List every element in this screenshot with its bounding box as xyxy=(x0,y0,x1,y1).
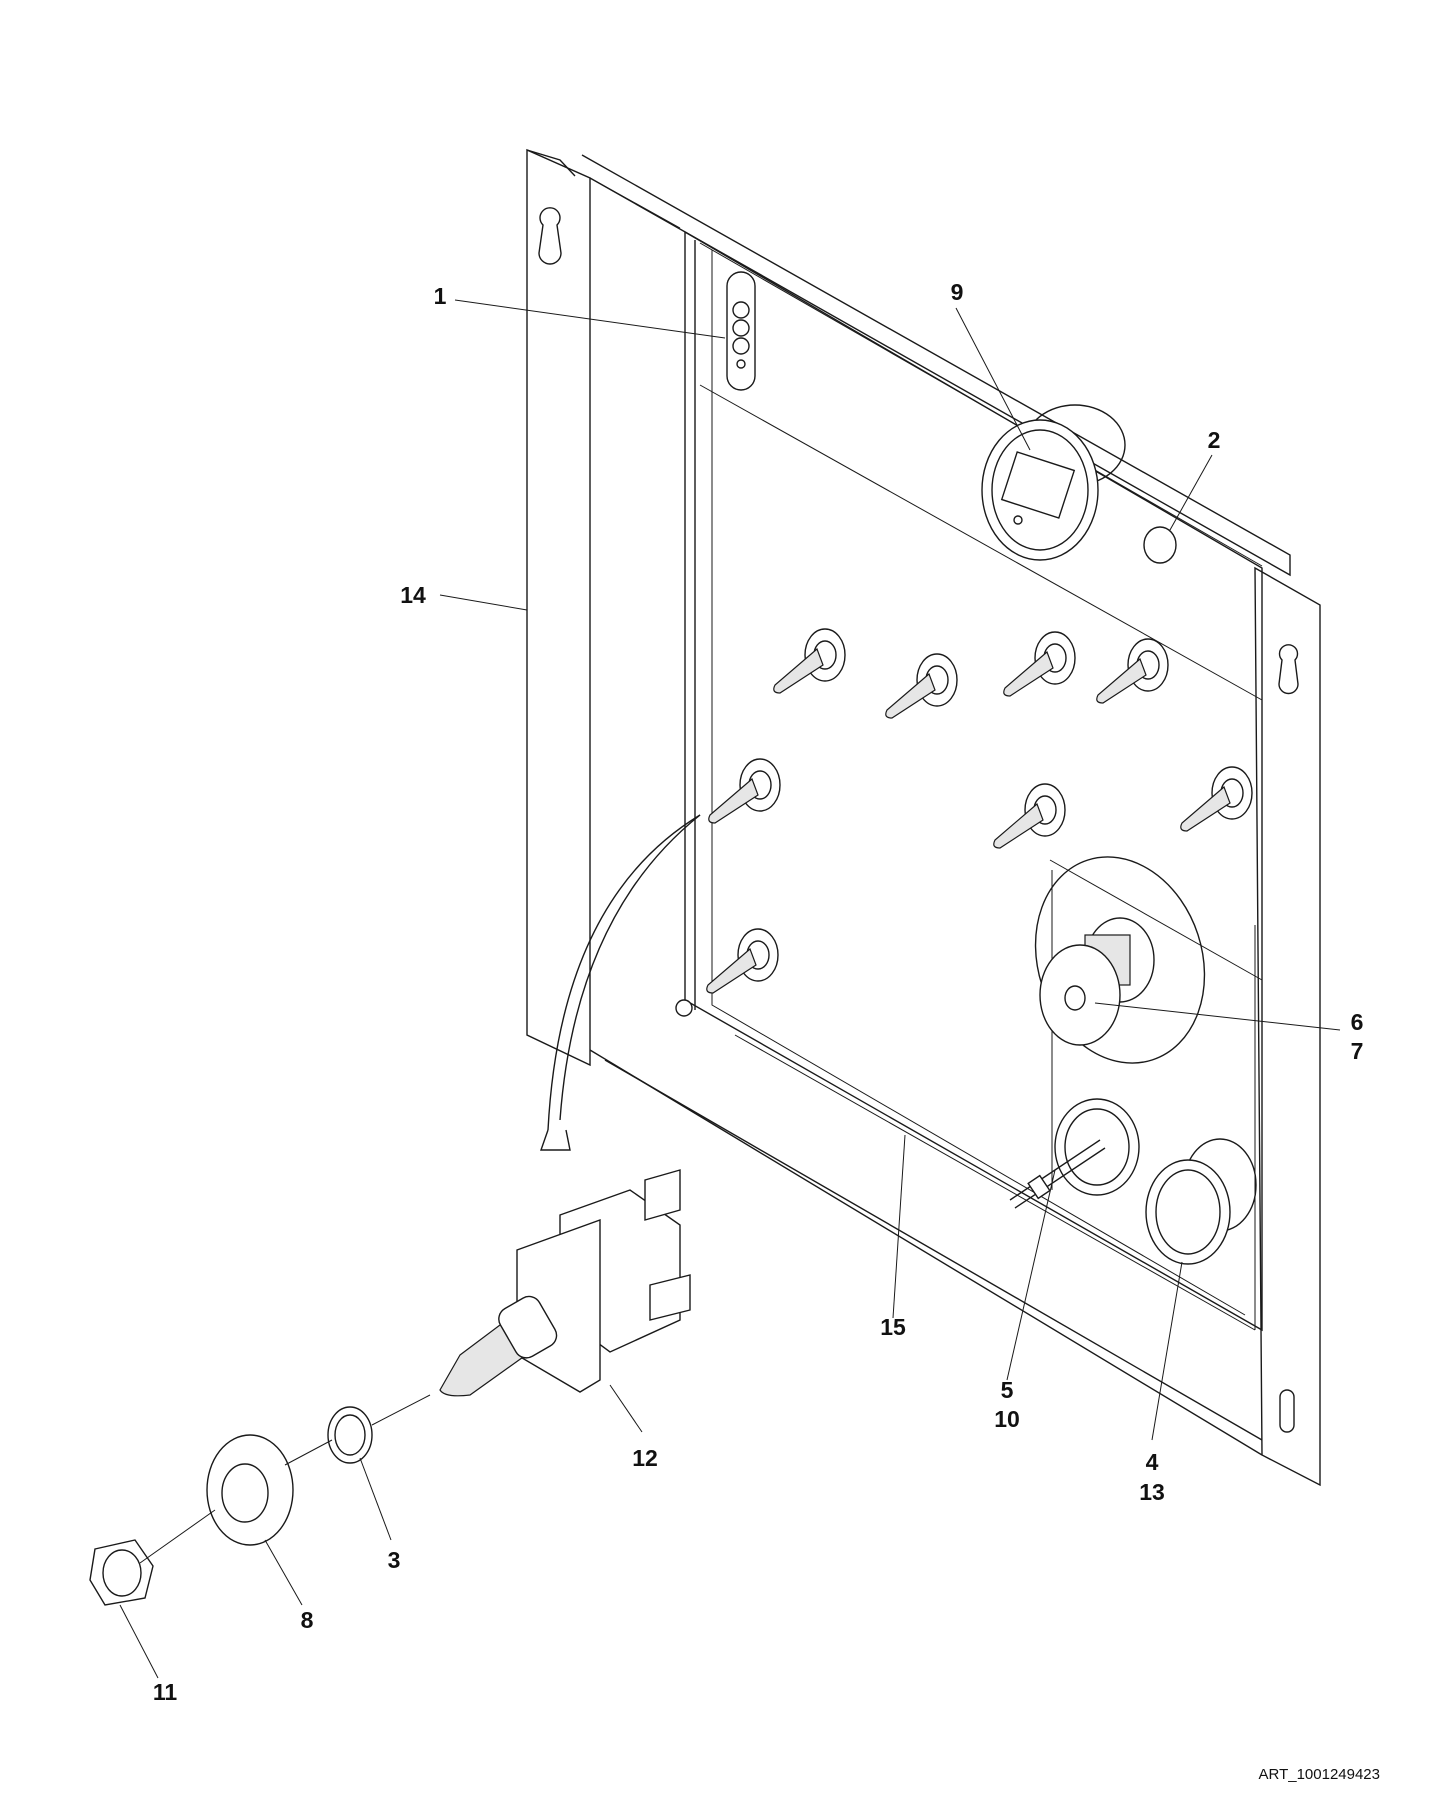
hour-meter xyxy=(981,404,1126,561)
callout-11: 11 xyxy=(153,1679,178,1705)
callout-2: 2 xyxy=(1208,427,1221,453)
callout-labels: 1 2 3 4 13 5 10 6 7 8 9 11 12 14 15 xyxy=(153,279,1364,1705)
callout-14: 14 xyxy=(400,582,426,608)
hex-nut-hole xyxy=(102,1549,142,1597)
callout-7: 7 xyxy=(1351,1038,1364,1064)
led-indicator-strip xyxy=(726,271,756,391)
callout-13: 13 xyxy=(1139,1479,1165,1505)
emergency-stop-button xyxy=(1034,856,1206,1064)
callout-5: 5 xyxy=(1001,1377,1014,1403)
callout-12: 12 xyxy=(632,1445,658,1471)
callout-4: 4 xyxy=(1146,1449,1159,1475)
key-switch xyxy=(1009,1098,1140,1209)
panel-toggle-switches xyxy=(706,628,1253,994)
art-number: ART_1001249423 xyxy=(1259,1766,1381,1783)
panel-plate xyxy=(675,230,1263,1332)
cover-cap xyxy=(1145,1138,1257,1265)
flat-washer xyxy=(206,1434,294,1546)
lock-washer xyxy=(327,1406,373,1464)
explode-arrow xyxy=(540,814,701,1151)
toggle-switch-exploded xyxy=(439,1169,691,1397)
callout-9: 9 xyxy=(951,279,964,305)
leader-lines xyxy=(119,299,1341,1679)
callout-8: 8 xyxy=(301,1607,314,1633)
assembly-axis xyxy=(139,1394,431,1564)
callout-10: 10 xyxy=(994,1406,1020,1432)
mounting-bracket xyxy=(526,148,1321,1487)
callout-15: 15 xyxy=(880,1314,906,1340)
callout-3: 3 xyxy=(388,1547,401,1573)
plug-button xyxy=(1143,526,1177,564)
callout-6: 6 xyxy=(1351,1009,1364,1035)
callout-1: 1 xyxy=(434,283,447,309)
